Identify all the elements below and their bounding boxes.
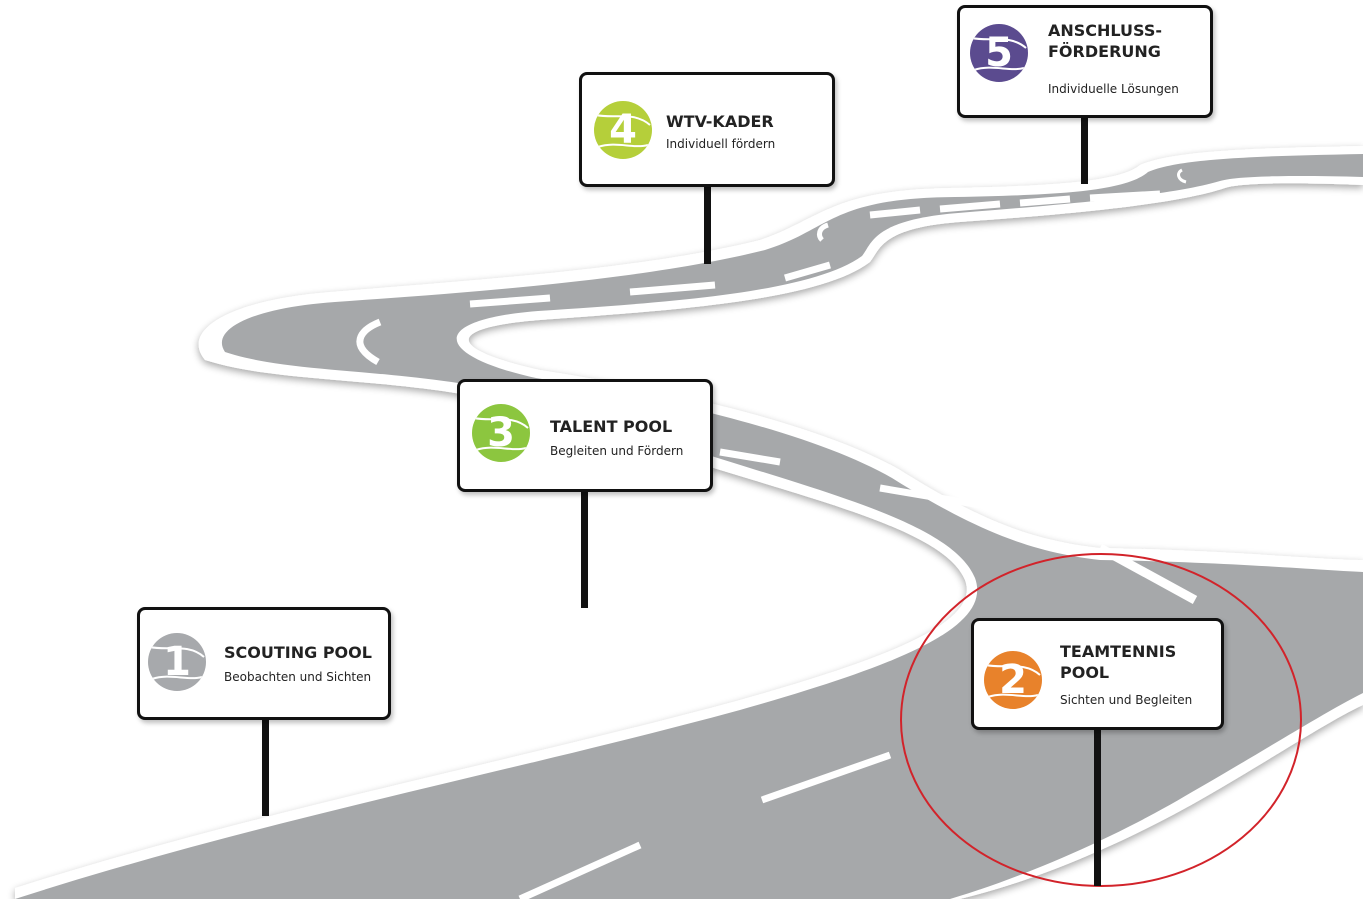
tennis-ball-icon-4: 4 <box>594 101 652 159</box>
station-title: TALENT POOL <box>550 417 673 436</box>
station-number: 1 <box>163 639 191 685</box>
station-subtitle: Sichten und Begleiten <box>1060 693 1193 707</box>
station-subtitle: Individuell fördern <box>666 137 776 151</box>
station-number: 3 <box>487 410 515 456</box>
tennis-ball-icon-1: 1 <box>148 633 206 691</box>
station-number: 2 <box>999 657 1027 703</box>
station-sign-4: 4 WTV-KADER Individuell fördern <box>579 72 835 187</box>
road-surface <box>15 154 1363 899</box>
sign-post-5 <box>1081 116 1088 184</box>
station-subtitle: Beobachten und Sichten <box>224 670 372 684</box>
sign-post-3 <box>581 490 588 608</box>
station-subtitle: Individuelle Lösungen <box>1048 82 1179 96</box>
tennis-ball-icon-2: 2 <box>984 651 1042 709</box>
station-title: ANSCHLUSS- FÖRDERUNG <box>1048 21 1163 61</box>
sign-post-4 <box>704 184 711 264</box>
station-sign-1: 1 SCOUTING POOL Beobachten und Sichten <box>137 607 391 720</box>
sign-post-2 <box>1094 728 1101 886</box>
tennis-ball-icon-5: 5 <box>970 24 1028 82</box>
road <box>15 146 1363 899</box>
station-sign-2: 2 TEAMTENNIS POOL Sichten und Begleiten <box>971 618 1224 730</box>
station-number: 5 <box>985 30 1013 76</box>
station-sign-3: 3 TALENT POOL Begleiten und Fördern <box>457 379 713 492</box>
station-subtitle: Begleiten und Fördern <box>550 444 684 458</box>
tennis-ball-icon-3: 3 <box>472 404 530 462</box>
station-title: SCOUTING POOL <box>224 643 372 662</box>
highlight-circle <box>900 553 1302 887</box>
station-sign-5: 5 ANSCHLUSS- FÖRDERUNG Individuelle Lösu… <box>957 5 1213 118</box>
station-number: 4 <box>609 107 637 153</box>
sign-post-1 <box>262 718 269 816</box>
lane-markings <box>356 168 1198 899</box>
station-title: TEAMTENNIS POOL <box>1060 642 1177 682</box>
station-title: WTV-KADER <box>666 112 774 131</box>
